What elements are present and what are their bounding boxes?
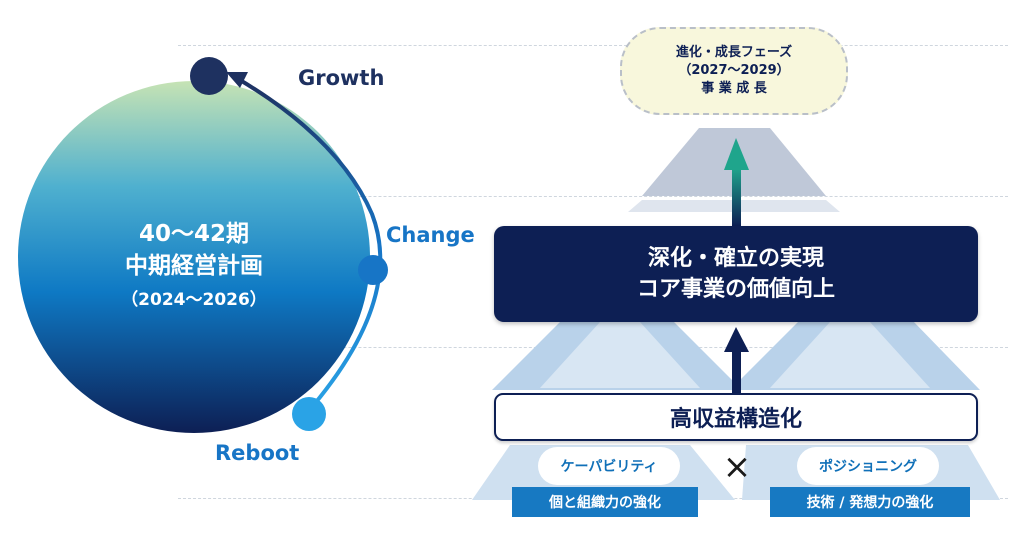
growth-arc	[238, 78, 383, 416]
future-phase-title: 進化・成長フェーズ	[675, 45, 793, 60]
tech-idea-tag: 技術 / 発想力の強化	[770, 487, 970, 517]
top-arrow-head	[724, 138, 749, 170]
pyramid-band-mid-left-fade	[540, 322, 700, 388]
stage-growth-label: Growth	[298, 66, 385, 90]
mid-arrow-shaft	[732, 350, 741, 393]
stage-reboot-label: Reboot	[215, 441, 300, 465]
core-value-box: 深化・確立の実現 コア事業の価値向上	[494, 226, 978, 322]
plan-circle	[18, 81, 370, 433]
core-value-line2: コア事業の価値向上	[636, 277, 835, 302]
mid-arrow-head	[724, 327, 749, 352]
high-profit-box: 高収益構造化	[494, 393, 978, 441]
future-phase-bubble: 進化・成長フェーズ （2027～2029） 事 業 成 長	[620, 27, 848, 115]
reboot-dot	[292, 397, 326, 431]
individual-org-tag: 個と組織力の強化	[512, 487, 698, 517]
change-dot	[358, 255, 388, 285]
high-profit-label: 高収益構造化	[669, 407, 802, 432]
times-symbol: ×	[722, 447, 752, 487]
plan-title: 中期経営計画	[125, 253, 263, 279]
pyramid-band-mid-right-fade	[770, 322, 930, 388]
stage-change-label: Change	[386, 223, 475, 247]
top-arrow-shaft	[732, 168, 741, 226]
capability-pill: ケーパビリティ	[538, 447, 680, 485]
positioning-pill: ポジショニング	[797, 447, 939, 485]
plan-years: （2024～2026）	[121, 290, 267, 310]
future-phase-sub: 事 業 成 長	[701, 81, 767, 96]
plan-period-label: 40～42期	[138, 221, 249, 247]
growth-arrowhead	[226, 72, 248, 88]
growth-dot	[190, 57, 228, 95]
core-value-line1: 深化・確立の実現	[647, 246, 824, 271]
guide-line-top	[178, 45, 1008, 46]
guide-line-2	[178, 196, 1008, 197]
future-phase-years: （2027～2029）	[678, 63, 790, 78]
